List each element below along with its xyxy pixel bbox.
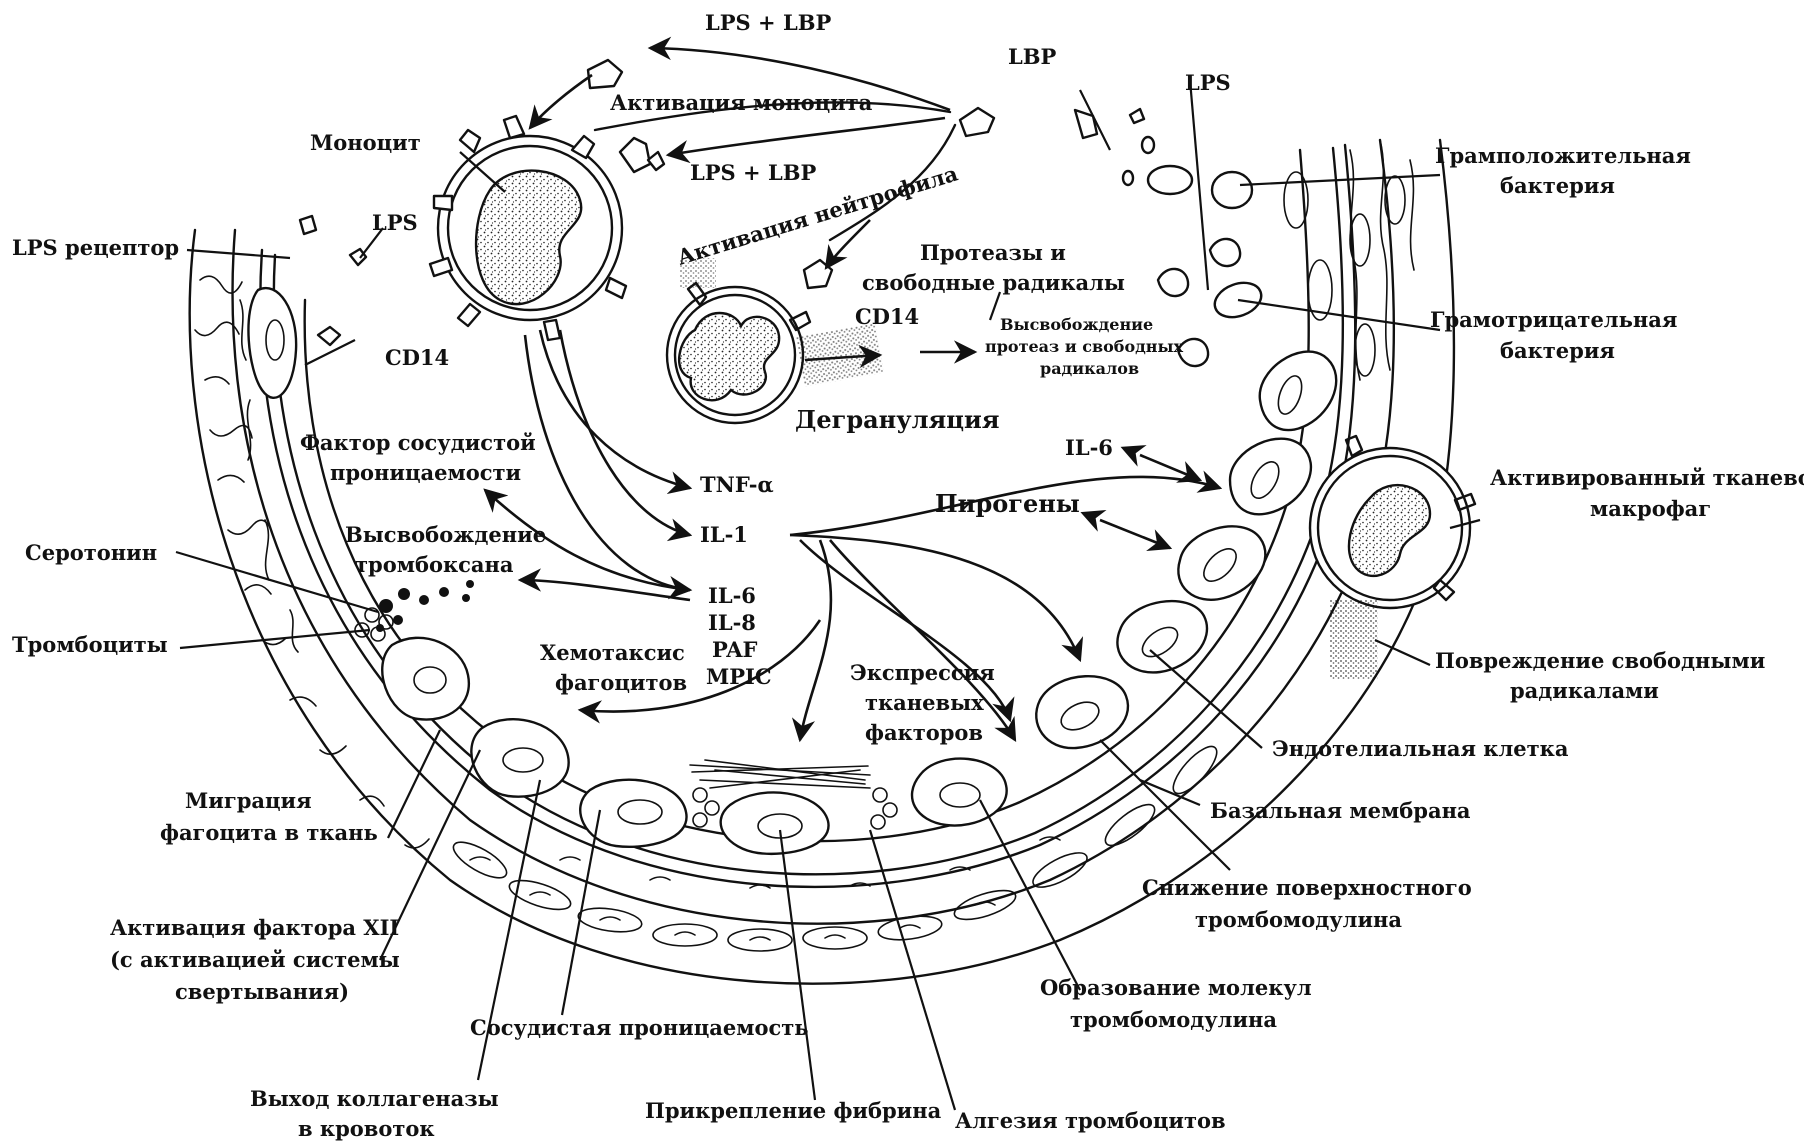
label-cytokine-il6: IL-6 bbox=[708, 583, 756, 608]
label-collagenase-1: Выход коллагеназы bbox=[250, 1086, 499, 1111]
label-proteases-2: свободные радикалы bbox=[862, 270, 1125, 295]
endothelial-cell-left-1 bbox=[248, 288, 296, 398]
label-lps-top-right: LPS bbox=[1185, 70, 1231, 95]
label-gram-positive-2: бактерия bbox=[1500, 173, 1615, 198]
label-tissue-factors-1: Экспрессия bbox=[850, 660, 995, 685]
label-release-2: протеаз и свободных bbox=[985, 337, 1184, 356]
label-tissue-factors-2: тканевых bbox=[865, 690, 984, 715]
label-endothelial-cell: Эндотелиальная клетка bbox=[1272, 736, 1569, 761]
label-free-radical-1: Повреждение свободными bbox=[1435, 648, 1765, 673]
label-release-1: Высвобождение bbox=[1000, 315, 1153, 334]
label-collagenase-2: в кровоток bbox=[298, 1116, 435, 1141]
label-lps-lbp-mid: LPS + LBP bbox=[690, 160, 816, 185]
label-tissue-factors-3: факторов bbox=[865, 720, 983, 745]
label-thrombomodulin-decrease-1: Снижение поверхностного bbox=[1142, 875, 1472, 900]
label-vascular-factor-1: Фактор сосудистой bbox=[300, 430, 536, 455]
label-cd14-mid: CD14 bbox=[855, 304, 919, 329]
endothelial-cell-right-4 bbox=[1230, 439, 1311, 515]
label-chemotaxis-1: Хемотаксис bbox=[540, 640, 685, 665]
label-lps-lbp-top: LPS + LBP bbox=[705, 10, 831, 35]
label-gram-negative-1: Грамотрицательная bbox=[1430, 307, 1677, 332]
label-cytokine-il8: IL-8 bbox=[708, 610, 756, 635]
label-lbp: LBP bbox=[1008, 44, 1057, 69]
label-il1: IL-1 bbox=[700, 522, 748, 547]
label-monocyte: Моноцит bbox=[310, 130, 421, 155]
label-thromboxane-2: тромбоксана bbox=[355, 552, 514, 577]
label-degranulation: Дегрануляция bbox=[795, 405, 1000, 434]
label-free-radical-2: радикалами bbox=[1510, 678, 1659, 703]
label-cd14-left: CD14 bbox=[385, 345, 449, 370]
label-basal-membrane: Базальная мембрана bbox=[1210, 798, 1471, 823]
label-gram-negative-2: бактерия bbox=[1500, 338, 1615, 363]
label-platelets: Тромбоциты bbox=[12, 632, 168, 657]
label-tnf: TNF-α bbox=[700, 472, 774, 497]
label-il6-right: IL-6 bbox=[1065, 435, 1113, 460]
flow-arrows bbox=[485, 48, 1220, 740]
label-vascular-factor-2: проницаемости bbox=[330, 460, 521, 485]
monocyte-cell-icon bbox=[430, 116, 626, 340]
label-platelet-adhesion: Алгезия тромбоцитов bbox=[955, 1108, 1226, 1133]
label-proteases-1: Протеазы и bbox=[920, 240, 1066, 265]
label-thromboxane-1: Высвобождение bbox=[345, 522, 546, 547]
endothelial-cell-right-1 bbox=[1036, 676, 1128, 748]
label-pyrogens: Пирогены bbox=[935, 489, 1080, 518]
label-migration-2: фагоцита в ткань bbox=[160, 820, 378, 845]
label-macrophage-2: макрофаг bbox=[1590, 496, 1711, 521]
label-thrombomodulin-decrease-2: тромбомодулина bbox=[1195, 907, 1402, 932]
label-thrombomodulin-formation-2: тромбомодулина bbox=[1070, 1007, 1277, 1032]
label-factor-xii-3: свертывания) bbox=[175, 979, 349, 1004]
endothelial-cell-bottom-1 bbox=[471, 719, 568, 796]
label-serotonin: Серотонин bbox=[25, 540, 157, 565]
label-release-3: радикалов bbox=[1040, 359, 1139, 378]
endothelial-cell-bottom-3 bbox=[721, 792, 829, 853]
endothelial-cell-bottom-2 bbox=[580, 780, 686, 847]
label-vessel-permeability: Сосудистая проницаемость bbox=[470, 1015, 809, 1040]
label-gram-positive-1: Грамположительная bbox=[1435, 143, 1691, 168]
labels: LPS + LBP Активация моноцита LBP LPS Мон… bbox=[12, 10, 1804, 1141]
label-cytokine-mpic: MPIC bbox=[706, 664, 772, 689]
label-chemotaxis-2: фагоцитов bbox=[555, 670, 687, 695]
label-factor-xii-2: (с активацией системы bbox=[110, 947, 400, 972]
endothelial-cell-right-5 bbox=[1260, 352, 1336, 431]
endothelial-cell-right-3 bbox=[1178, 526, 1265, 599]
neutrophil-cell-icon bbox=[667, 258, 884, 423]
label-migration-1: Миграция bbox=[185, 788, 312, 813]
macrophage-cell-icon bbox=[1310, 436, 1475, 680]
label-lps-left: LPS bbox=[372, 210, 418, 235]
label-cytokine-paf: PAF bbox=[712, 637, 758, 662]
label-macrophage-1: Активированный тканевой bbox=[1490, 465, 1804, 490]
endothelial-cell-bottom-4 bbox=[912, 759, 1007, 826]
label-thrombomodulin-formation-1: Образование молекул bbox=[1040, 975, 1312, 1000]
label-factor-xii-1: Активация фактора XII bbox=[110, 915, 399, 940]
label-fibrin: Прикрепление фибрина bbox=[645, 1098, 942, 1123]
label-lps-receptor: LPS рецептор bbox=[12, 235, 179, 260]
label-monocyte-activation: Активация моноцита bbox=[610, 90, 873, 115]
endothelial-cell-left-2 bbox=[382, 638, 469, 720]
